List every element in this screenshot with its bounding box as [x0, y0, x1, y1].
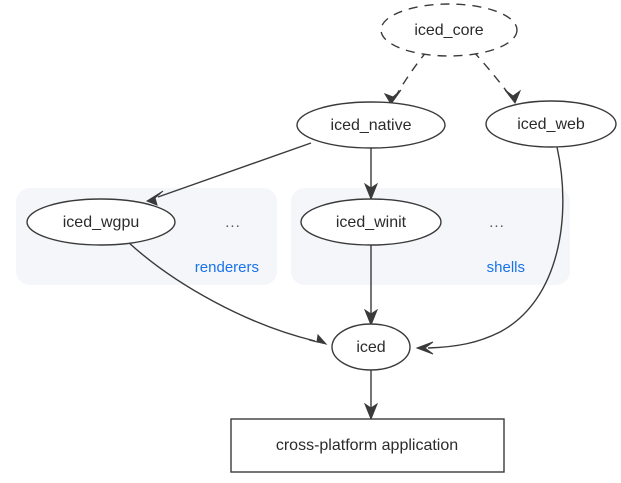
edge-iced-native-to-iced-wgpu-line	[157, 142, 312, 198]
edge-iced-native-to-iced-winit	[363, 148, 379, 201]
node-cross-platform-application-label: cross-platform application	[276, 437, 458, 454]
edge-iced-wgpu-to-iced	[127, 241, 328, 345]
edge-iced-core-to-iced-web	[472, 50, 522, 104]
node-iced-winit-label: iced_winit	[336, 214, 407, 231]
cluster-renderers-label: renderers	[195, 259, 259, 276]
node-iced-native-label: iced_native	[331, 117, 412, 134]
node-iced-winit[interactable]: iced_winit	[300, 198, 442, 246]
edge-iced-core-to-iced-native-line	[396, 50, 428, 95]
node-iced-winit-ellipse[interactable]	[300, 198, 442, 246]
node-iced-wgpu-label: iced_wgpu	[63, 214, 140, 231]
node-iced-wgpu-ellipse[interactable]	[26, 198, 176, 246]
edge-iced-winit-to-iced-arrowhead	[363, 308, 379, 327]
node-iced-core-label: iced_core	[414, 22, 483, 39]
edge-iced-web-to-iced	[415, 146, 564, 355]
edge-iced-core-to-iced-web-arrowhead	[504, 89, 522, 104]
node-iced-web-ellipse[interactable]	[485, 100, 617, 148]
edge-iced-winit-to-iced	[363, 245, 379, 327]
edge-iced-web-to-iced-line	[427, 146, 564, 349]
node-iced[interactable]: iced	[331, 323, 411, 371]
node-cross-platform-application-box[interactable]	[230, 418, 505, 473]
cluster-shells-label: shells	[487, 259, 525, 276]
edge-iced-to-app	[363, 370, 379, 421]
edge-iced-web-to-iced-arrowhead	[415, 341, 434, 355]
node-iced-wgpu[interactable]: iced_wgpu	[26, 198, 176, 246]
edge-iced-wgpu-to-iced-line	[127, 241, 316, 342]
node-cross-platform-application[interactable]: cross-platform application	[230, 418, 505, 473]
edge-iced-native-to-iced-wgpu	[145, 142, 312, 206]
node-iced-native[interactable]: iced_native	[296, 101, 446, 149]
node-iced-ellipse[interactable]	[331, 323, 411, 371]
edge-iced-native-to-iced-wgpu-arrowhead	[145, 190, 164, 206]
edge-iced-native-to-iced-winit-arrowhead	[363, 182, 379, 201]
node-iced-core[interactable]: iced_core	[380, 3, 518, 57]
edge-iced-wgpu-to-iced-arrowhead	[308, 333, 328, 345]
node-iced-native-ellipse[interactable]	[296, 101, 446, 149]
cluster-shells-ellipsis: ...	[489, 214, 505, 231]
node-iced-web-label: iced_web	[517, 116, 585, 133]
edge-iced-core-to-iced-web-line	[472, 50, 509, 94]
node-iced-label: iced	[356, 339, 385, 356]
node-iced-web[interactable]: iced_web	[485, 100, 617, 148]
node-iced-core-ellipse[interactable]	[380, 3, 518, 57]
edge-iced-core-to-iced-native-arrowhead	[383, 89, 402, 105]
edge-iced-core-to-iced-native	[383, 50, 428, 105]
cluster-renderers-ellipsis: ...	[225, 214, 241, 231]
edge-iced-to-app-arrowhead	[363, 402, 379, 421]
